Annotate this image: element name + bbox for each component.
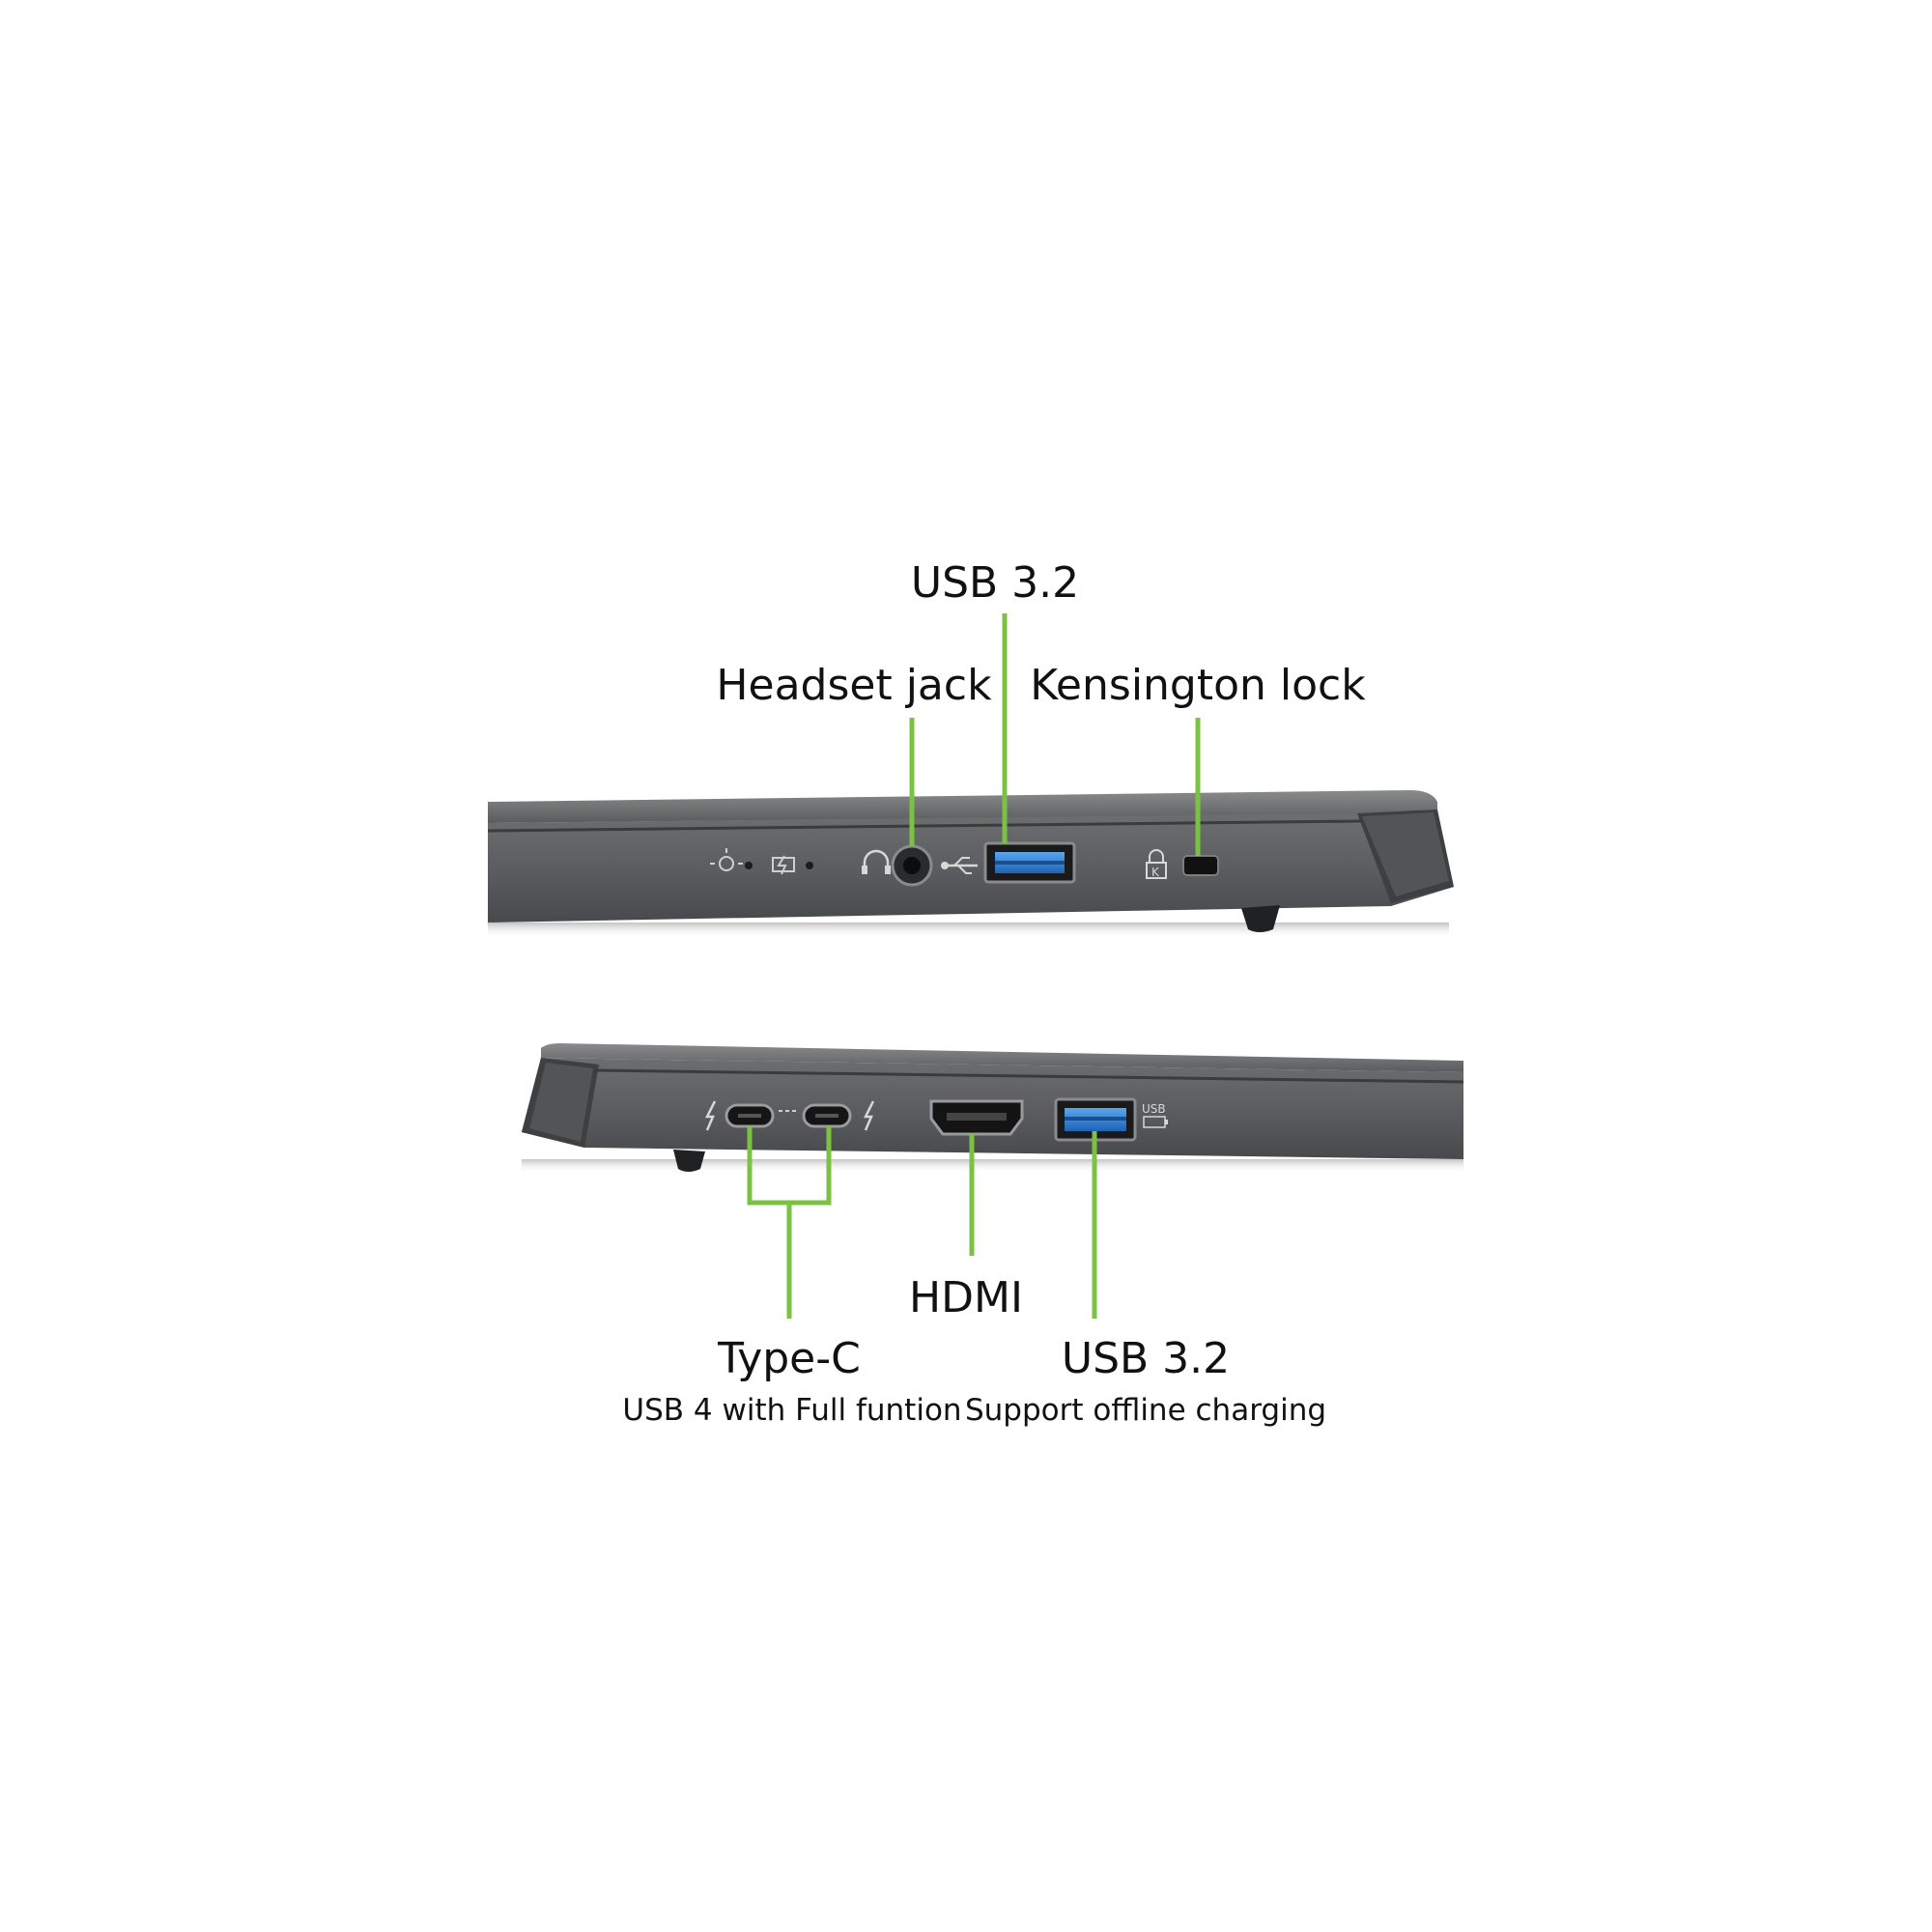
kensington-lock-slot — [1182, 855, 1219, 876]
usb-charge-icon: USB — [1142, 1102, 1168, 1128]
type-c-sublabel: USB 4 with Full funtion — [622, 1393, 962, 1428]
laptop-left-side: K — [487, 790, 1454, 938]
usb-3-2-top-label: USB 3.2 — [910, 558, 1080, 608]
headset-jack-port — [891, 844, 933, 887]
type-c-port-2 — [802, 1103, 852, 1128]
kensington-lock-label: Kensington lock — [1030, 661, 1366, 710]
type-c-bracket-lines — [747, 1126, 832, 1319]
type-c-port-1 — [724, 1103, 775, 1128]
usb-3-2-bottom-sublabel: Support offline charging — [964, 1393, 1327, 1428]
hdmi-label: HDMI — [909, 1273, 1023, 1322]
svg-text:K: K — [1151, 866, 1160, 879]
usb-a-port-charging — [1054, 1097, 1137, 1142]
thunderbolt-icon — [704, 1100, 875, 1131]
type-c-label: Type-C — [718, 1334, 861, 1383]
usb-a-port — [983, 841, 1076, 884]
usb-icon — [941, 857, 978, 874]
power-led-icon — [710, 848, 753, 871]
headset-icon — [862, 849, 891, 874]
svg-text:USB: USB — [1142, 1102, 1166, 1116]
hdmi-port — [929, 1099, 1024, 1136]
lock-icon: K — [1146, 849, 1167, 879]
battery-led-icon — [772, 855, 813, 875]
usb-3-2-bottom-label: USB 3.2 — [1061, 1334, 1231, 1383]
laptop-right-side: USB — [522, 1043, 1464, 1173]
headset-jack-label: Headset jack — [716, 661, 992, 710]
